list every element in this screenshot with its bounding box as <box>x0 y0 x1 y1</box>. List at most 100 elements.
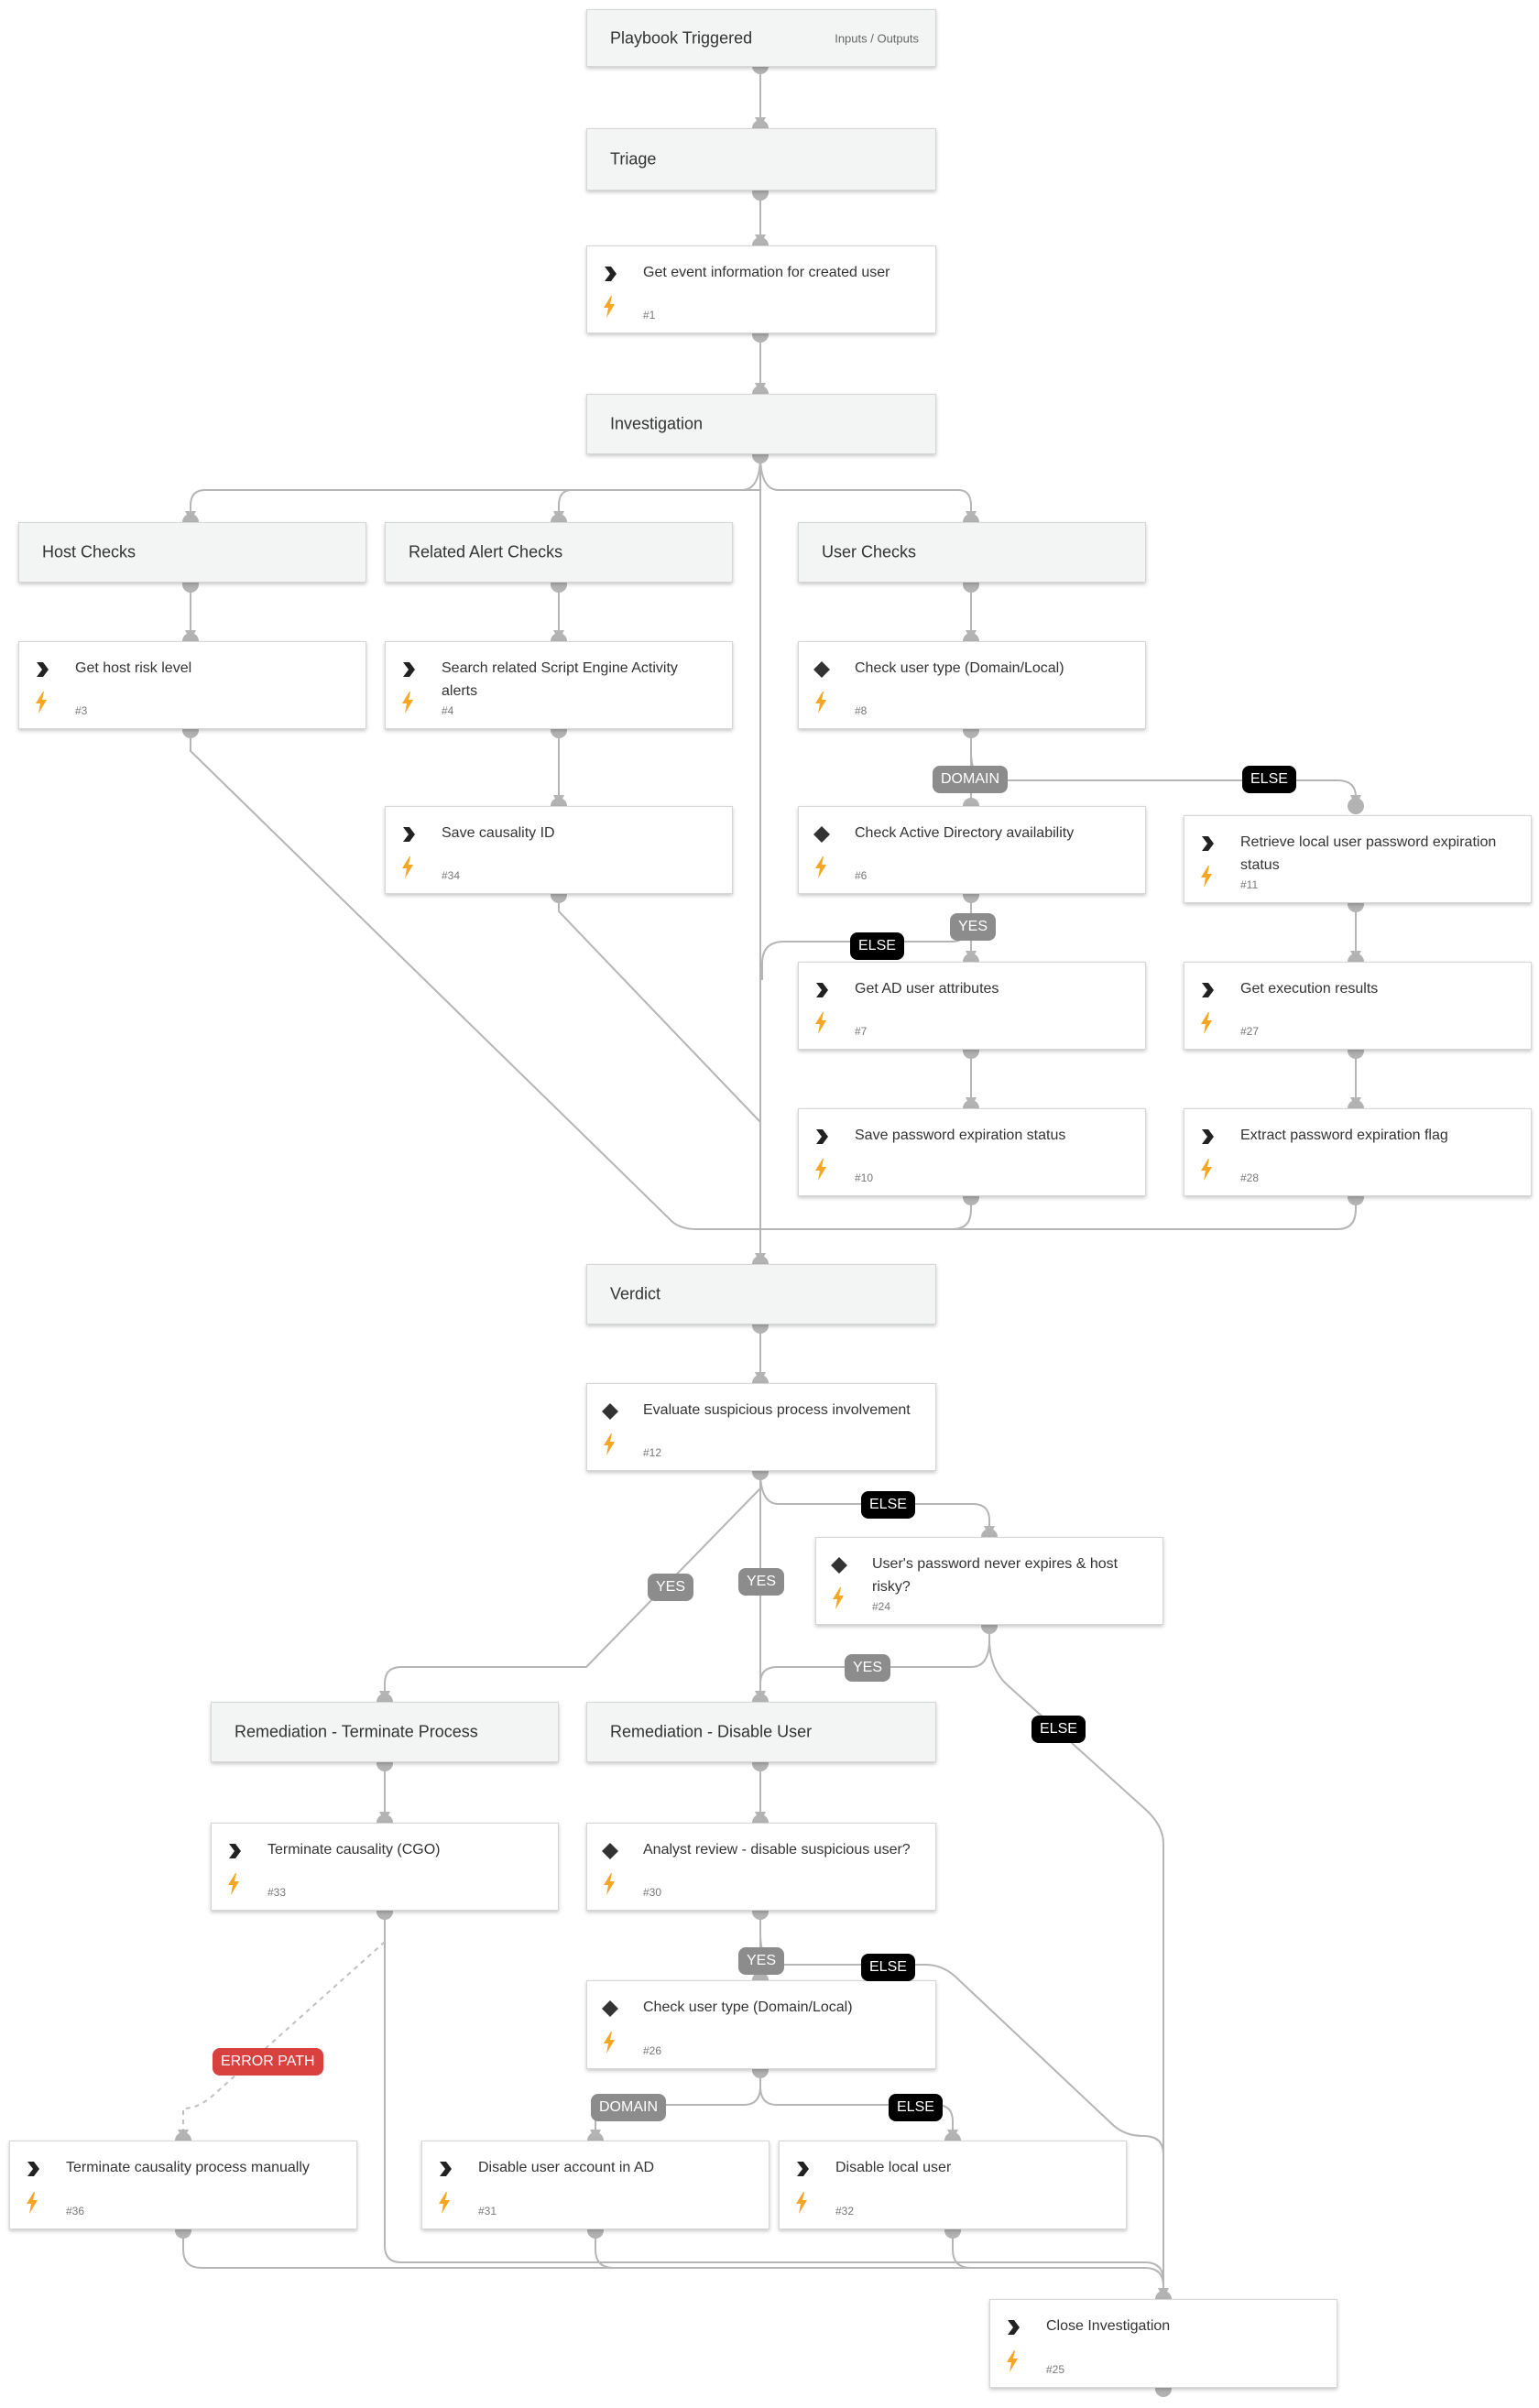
task-label: Evaluate suspicious process involvement <box>643 1402 911 1418</box>
task-26[interactable]: Check user type (Domain/Local)#26 <box>586 1980 936 2069</box>
task-25[interactable]: Close Investigation #25 <box>989 2299 1337 2388</box>
section-title: Remediation - Terminate Process <box>235 1722 478 1741</box>
task-label: Close Investigation <box>1046 2318 1171 2334</box>
task-number: #12 <box>643 1446 662 1459</box>
condition-diamond-icon <box>601 1842 619 1860</box>
action-chevron-icon <box>601 265 619 283</box>
action-chevron-icon <box>1198 981 1217 999</box>
edge-t36-close <box>182 2230 1164 2299</box>
task-number: #28 <box>1240 1171 1260 1184</box>
action-chevron-icon <box>399 660 418 679</box>
task-30[interactable]: Analyst review - disable suspicious user… <box>586 1823 936 1911</box>
task-label: Terminate causality process manually <box>66 2160 310 2175</box>
section-title: Verdict <box>610 1284 661 1303</box>
action-chevron-icon <box>436 2160 454 2178</box>
task-28[interactable]: Extract password expiration flag #28 <box>1184 1108 1532 1196</box>
task-number: #3 <box>75 704 88 717</box>
edge-t24-close <box>988 1626 1164 2299</box>
task-label: Get AD user attributes <box>855 981 999 997</box>
lightning-bolt-icon <box>603 2032 616 2054</box>
section-playbook-triggered[interactable]: Playbook Triggered Inputs / Outputs <box>586 9 936 67</box>
task-31[interactable]: Disable user account in AD#31 <box>421 2141 770 2229</box>
action-chevron-icon <box>1198 1128 1217 1146</box>
task-label: Disable user account in AD <box>478 2160 655 2175</box>
task-3[interactable]: Get host risk level#3 <box>18 641 366 729</box>
task-label: Search related Script Engine Activity al… <box>442 660 678 699</box>
lightning-bolt-icon <box>35 692 48 714</box>
inputs-outputs-link[interactable]: Inputs / Outputs <box>835 31 919 45</box>
lightning-bolt-icon <box>1200 1012 1213 1034</box>
task-label: User's password never expires & host ris… <box>872 1556 1119 1595</box>
section-verdict[interactable]: Verdict <box>586 1264 936 1324</box>
task-number: #10 <box>855 1171 874 1184</box>
lightning-bolt-icon <box>814 1012 827 1034</box>
section-related-alert-checks[interactable]: Related Alert Checks <box>385 522 733 583</box>
task-33[interactable]: Terminate causality (CGO)#33 <box>211 1823 559 1911</box>
task-number: #33 <box>267 1886 287 1899</box>
task-7[interactable]: Get AD user attributes #7 <box>798 962 1146 1050</box>
edge-t8-t11 <box>970 750 1357 806</box>
task-24[interactable]: User's password never expires & host ris… <box>815 1537 1163 1625</box>
section-investigation[interactable]: Investigation <box>586 394 936 454</box>
task-27[interactable]: Get execution results #27 <box>1184 962 1532 1050</box>
task-label: Retrieve local user password expiration … <box>1240 834 1497 873</box>
edge-investigation-userchecks <box>759 454 972 522</box>
edge-t33-close <box>384 1912 1164 2299</box>
task-34[interactable]: Save causality ID#34 <box>385 806 733 894</box>
edge-label-else: ELSE <box>850 932 904 960</box>
task-label: Save password expiration status <box>855 1128 1066 1143</box>
edge-label-else: ELSE <box>889 2094 943 2121</box>
lightning-bolt-icon <box>814 856 827 878</box>
condition-diamond-icon <box>830 1556 848 1574</box>
task-label: Extract password expiration flag <box>1240 1128 1448 1143</box>
task-number: #30 <box>643 1886 662 1899</box>
task-11[interactable]: Retrieve local user password expiration … <box>1184 815 1532 903</box>
task-1[interactable]: Get event information for created user#1 <box>586 245 936 333</box>
edge-t3-verdict <box>190 730 760 1230</box>
task-number: #7 <box>855 1025 868 1038</box>
task-number: #27 <box>1240 1025 1260 1038</box>
task-10[interactable]: Save password expiration status #10 <box>798 1108 1146 1196</box>
edge-t32-close <box>952 2230 1145 2269</box>
section-remediation-terminate[interactable]: Remediation - Terminate Process <box>211 1702 559 1762</box>
task-number: #34 <box>442 869 461 882</box>
section-title: Investigation <box>610 414 704 433</box>
edge-t12-terminate <box>384 1487 761 1702</box>
task-4[interactable]: Search related Script Engine Activity al… <box>385 641 733 729</box>
task-36[interactable]: Terminate causality process manually#36 <box>9 2141 357 2229</box>
task-label: Get execution results <box>1240 981 1379 997</box>
edge-investigation-relatedalerts <box>558 489 760 522</box>
lightning-bolt-icon <box>227 1873 240 1895</box>
lightning-bolt-icon <box>1200 866 1213 888</box>
task-label: Get event information for created user <box>643 265 890 280</box>
lightning-bolt-icon <box>1006 2350 1019 2372</box>
action-chevron-icon <box>793 2160 812 2178</box>
lightning-bolt-icon <box>603 1433 616 1455</box>
section-title: Playbook Triggered <box>610 28 753 47</box>
action-chevron-icon <box>813 981 831 999</box>
section-host-checks[interactable]: Host Checks <box>18 522 366 583</box>
section-title: Triage <box>610 149 657 169</box>
lightning-bolt-icon <box>814 692 827 714</box>
task-32[interactable]: Disable local user#32 <box>779 2141 1127 2229</box>
condition-diamond-icon <box>813 660 831 679</box>
action-chevron-icon <box>1198 834 1217 853</box>
edge-label-yes: YES <box>845 1654 891 1682</box>
edge-t28-verdict <box>760 1197 1357 1230</box>
task-12[interactable]: Evaluate suspicious process involvement #… <box>586 1383 936 1471</box>
edge-label-else: ELSE <box>1242 766 1296 793</box>
action-chevron-icon <box>225 1842 244 1860</box>
task-label: Analyst review - disable suspicious user… <box>643 1842 911 1858</box>
section-remediation-disable[interactable]: Remediation - Disable User <box>586 1702 936 1762</box>
action-chevron-icon <box>33 660 51 679</box>
task-6[interactable]: Check Active Directory availability#6 <box>798 806 1146 894</box>
section-user-checks[interactable]: User Checks <box>798 522 1146 583</box>
task-label: Check user type (Domain/Local) <box>643 1999 853 2015</box>
task-number: #25 <box>1046 2363 1065 2376</box>
section-triage[interactable]: Triage <box>586 128 936 191</box>
action-chevron-icon <box>399 825 418 844</box>
lightning-bolt-icon <box>795 2192 808 2214</box>
lightning-bolt-icon <box>26 2192 38 2214</box>
edge-label-else: ELSE <box>861 1491 915 1519</box>
task-8[interactable]: Check user type (Domain/Local)#8 <box>798 641 1146 729</box>
